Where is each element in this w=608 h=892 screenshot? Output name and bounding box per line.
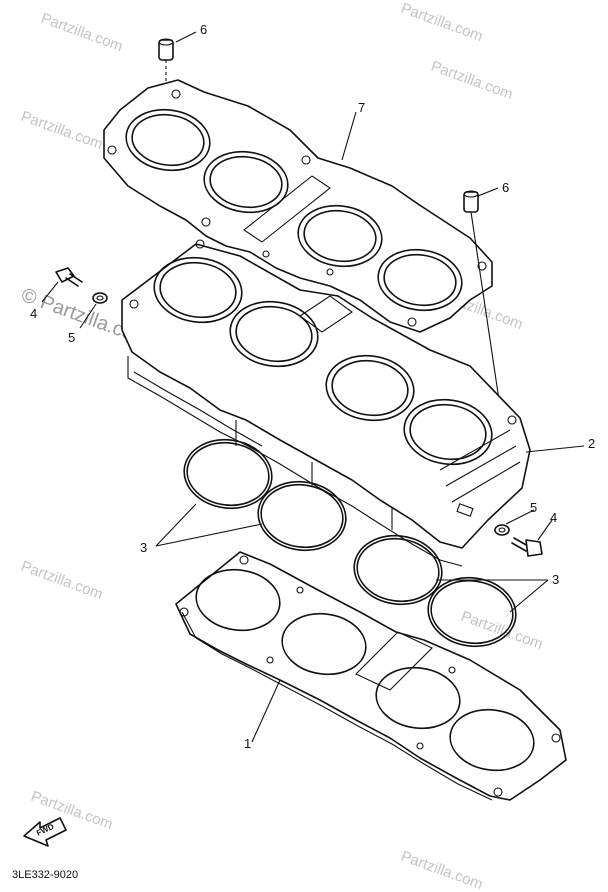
leader-lines [41,31,585,743]
dowel-pin-right [463,190,503,421]
cylinder-head-gasket [103,79,493,333]
watermark-text: Partzilla.com [19,558,105,603]
callout-5-right: 5 [530,500,537,515]
o-ring-4 [427,576,517,648]
bolt-right [511,537,543,557]
callout-3-left: 3 [140,540,147,555]
diagram-part-code: 3LE332-9020 [12,869,78,881]
watermark-text: Partzilla.com [429,58,515,103]
washer-right [494,524,510,536]
forward-arrow-icon: FWD [23,817,67,847]
watermark-text: Partzilla.com [19,108,105,153]
callout-6-right: 6 [502,180,509,195]
cylinder-block [121,239,531,567]
callout-5-left: 5 [68,330,75,345]
bolt-left [55,267,83,287]
callout-2: 2 [588,436,595,451]
callout-labels: 6 6 7 2 3 3 1 4 5 5 4 [30,22,595,751]
callout-4-right: 4 [550,510,557,525]
cylinder-base-gasket [175,551,567,801]
watermark-text: Partzilla.com [399,0,485,45]
o-ring-2 [257,480,347,552]
callout-4-left: 4 [30,306,37,321]
watermark-text: Partzilla.com [399,848,485,892]
callout-6-top: 6 [200,22,207,37]
o-ring-1 [183,438,273,510]
dowel-pin-top [158,38,174,84]
washer-left [92,292,108,304]
o-ring-3 [353,534,443,606]
callout-7: 7 [358,100,365,115]
watermark-text: Partzilla.com [39,10,125,55]
callout-1: 1 [244,736,251,751]
callout-3-right: 3 [552,572,559,587]
